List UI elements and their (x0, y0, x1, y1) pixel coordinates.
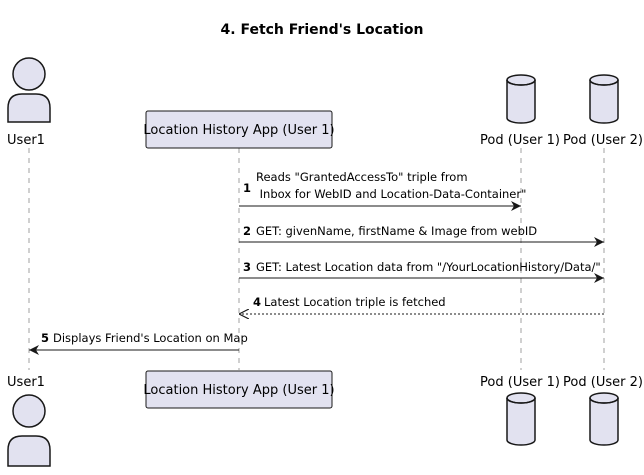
message-number: 2 (243, 224, 251, 238)
message-label-line: Inbox for WebID and Location-Data-Contai… (256, 187, 526, 201)
message-1: 1 Reads "GrantedAccessTo" triple from In… (239, 170, 526, 211)
actor-user-icon (7, 394, 51, 467)
message-number: 1 (243, 181, 251, 195)
participant-user1-top: User1 (7, 57, 51, 148)
participant-pod-user1-top: Pod (User 1) (480, 74, 560, 148)
message-label-line: GET: givenName, firstName & Image from w… (256, 224, 537, 238)
participant-user1-bottom: User1 (7, 375, 51, 467)
database-icon (506, 74, 536, 124)
participant-label-pod-user1: Pod (User 1) (480, 133, 560, 148)
message-number: 3 (243, 260, 251, 274)
participant-app-bottom: Location History App (User 1) (143, 370, 335, 409)
message-label-line: GET: Latest Location data from "/YourLoc… (256, 260, 601, 274)
participant-pod-user2-bottom: Pod (User 2) (563, 375, 643, 446)
participant-label-pod-user2: Pod (User 2) (563, 375, 643, 390)
message-number: 4 (253, 295, 261, 309)
message-number: 5 (41, 331, 49, 345)
participant-label-app: Location History App (User 1) (143, 123, 334, 138)
database-icon (589, 392, 619, 446)
message-2: 2 GET: givenName, firstName & Image from… (239, 224, 604, 247)
message-label-line: Displays Friend's Location on Map (53, 331, 248, 345)
participant-label-pod-user2: Pod (User 2) (563, 133, 643, 148)
message-label-line: Latest Location triple is fetched (264, 295, 446, 309)
participant-pod-user2-top: Pod (User 2) (563, 74, 643, 148)
participant-label-pod-user1: Pod (User 1) (480, 375, 560, 390)
participant-label-app: Location History App (User 1) (143, 383, 334, 398)
participant-label-user1: User1 (7, 133, 45, 148)
database-icon (589, 74, 619, 124)
participant-label-user1: User1 (7, 375, 45, 390)
diagram-title: 4. Fetch Friend's Location (221, 22, 424, 38)
actor-user-icon (7, 57, 51, 123)
message-label-line: Reads "GrantedAccessTo" triple from (256, 170, 468, 184)
message-3: 3 GET: Latest Location data from "/YourL… (239, 260, 604, 283)
participant-app-top: Location History App (User 1) (143, 110, 335, 149)
database-icon (506, 392, 536, 446)
message-5: 5 Displays Friend's Location on Map (29, 331, 248, 355)
participant-pod-user1-bottom: Pod (User 1) (480, 375, 560, 446)
message-4: 4 Latest Location triple is fetched (239, 295, 604, 314)
